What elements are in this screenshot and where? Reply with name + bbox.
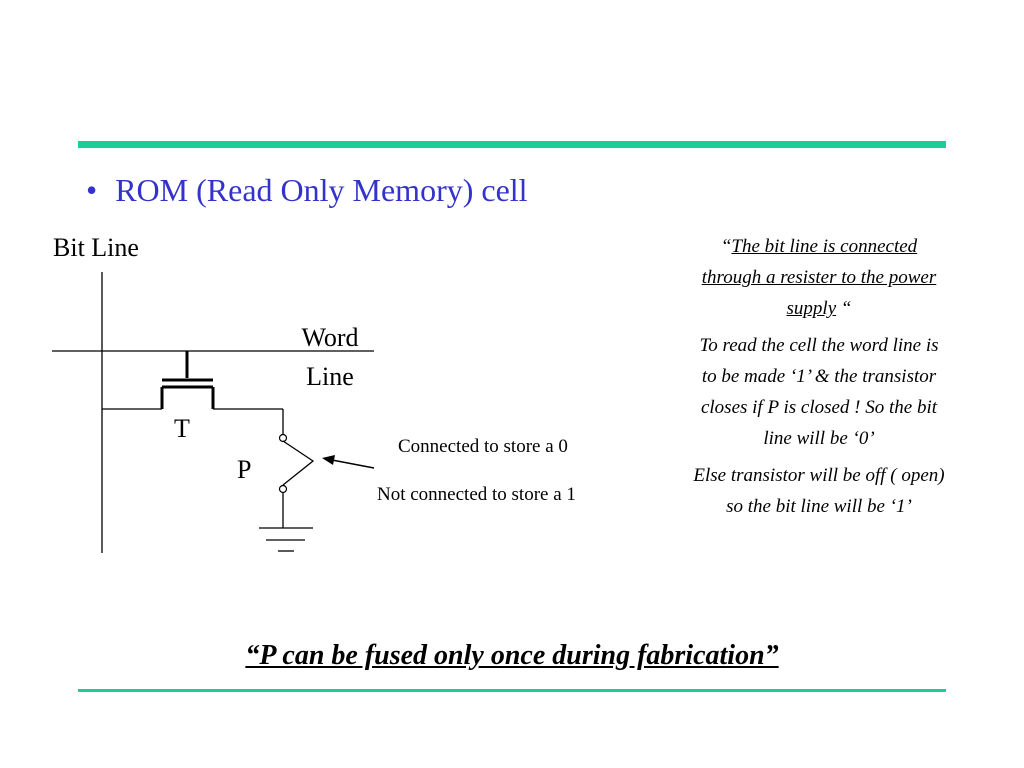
fuse-bottom-terminal: [278, 484, 288, 494]
bottom-accent-rule: [78, 689, 946, 692]
bit-line-label: Bit Line: [53, 233, 139, 262]
note-store-0: Connected to store a 0: [398, 436, 568, 457]
transistor-channel: [160, 385, 215, 409]
side-notes: “The bit line is connected through a res…: [690, 231, 948, 528]
bullet-title: • ROM (Read Only Memory) cell: [86, 172, 528, 209]
side-note-read: To read the cell the word line is to be …: [699, 335, 939, 449]
pointer-arrowhead: [322, 455, 335, 465]
top-accent-rule: [78, 141, 946, 148]
quote-close-mark: “: [836, 298, 852, 319]
word-line-label: Word Line: [288, 318, 372, 396]
quote-text: The bit line is connected through a resi…: [701, 236, 937, 319]
quote-open-mark: “: [720, 236, 732, 257]
bullet-icon: •: [86, 172, 98, 208]
bullet-text: ROM (Read Only Memory) cell: [115, 172, 528, 208]
side-note-else: Else transistor will be off ( open) so t…: [693, 465, 945, 517]
transistor-label: T: [174, 414, 190, 443]
fuse-label: P: [237, 455, 252, 484]
note-store-1: Not connected to store a 1: [377, 484, 576, 505]
pointer-arrow-shaft: [331, 459, 375, 469]
word-line-label-line-2: Line: [306, 362, 354, 391]
fuse-link: [282, 440, 315, 486]
side-note-quote: “The bit line is connected through a res…: [690, 231, 948, 324]
word-line-label-line-1: Word: [301, 323, 359, 352]
footer-note: “P can be fused only once during fabrica…: [245, 640, 779, 671]
fuse-top-terminal: [278, 433, 288, 443]
